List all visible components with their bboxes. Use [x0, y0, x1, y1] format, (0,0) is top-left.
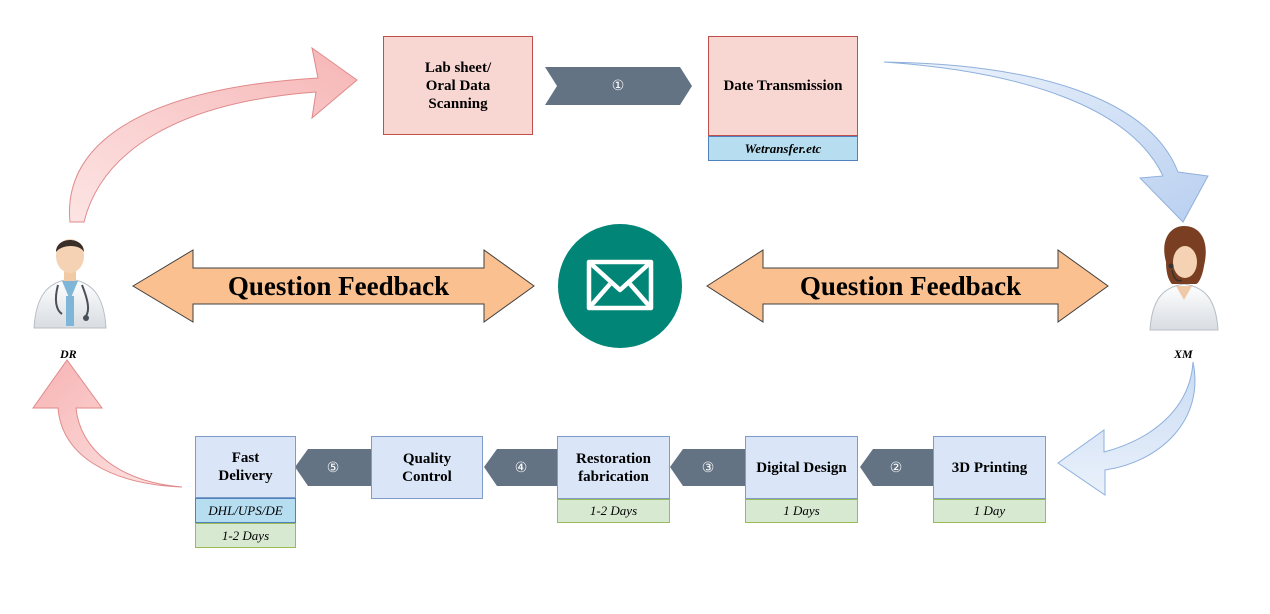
step-arrow-2	[860, 449, 933, 486]
feedback-label-right: Question Feedback	[799, 270, 1022, 301]
curved-arrow-delivery-to-dr	[32, 359, 183, 488]
fast-delivery-box: Fast Delivery	[195, 436, 296, 498]
feedback-arrow-right	[706, 249, 1109, 323]
quality-control-box: Quality Control	[371, 436, 483, 499]
3d-printing-box: 3D Printing	[933, 436, 1046, 499]
restoration-line2: fabrication	[578, 468, 649, 485]
restoration-fabrication-box: Restoration fabrication	[557, 436, 670, 499]
wetransfer-label: Wetransfer.etc	[708, 136, 858, 161]
step-arrow-3	[670, 449, 745, 486]
support-agent-avatar-icon	[1149, 226, 1219, 331]
step-arrow-4	[484, 449, 557, 486]
step-number-1: ①	[611, 78, 625, 94]
curved-arrow-dr-to-lab	[69, 46, 358, 223]
step-number-4: ④	[514, 459, 528, 476]
feedback-arrow-left	[132, 249, 535, 323]
step-arrow-5	[295, 449, 371, 486]
step-arrow-1	[545, 67, 692, 105]
step-number-3: ③	[701, 459, 715, 476]
restoration-line1: Restoration	[576, 450, 651, 467]
lab-sheet-line1: Lab sheet/	[424, 59, 492, 76]
delivery-days: 1-2 Days	[195, 523, 296, 548]
date-transmission-box: Date Transmission	[708, 36, 858, 136]
curved-arrow-transmission-to-xm	[883, 61, 1209, 223]
quality-control-line1: Quality	[402, 450, 452, 467]
xm-label: XM	[1174, 347, 1193, 361]
curved-arrow-xm-to-printing	[1057, 361, 1196, 496]
3d-printing-days: 1 Day	[933, 499, 1046, 523]
doctor-avatar-icon	[33, 239, 107, 329]
date-transmission-title: Date Transmission	[723, 78, 843, 94]
fast-delivery-line2: Delivery	[218, 468, 273, 484]
restoration-days: 1-2 Days	[557, 499, 670, 523]
digital-design-days: 1 Days	[745, 499, 858, 523]
fast-delivery-line1: Fast	[231, 450, 260, 466]
digital-design-title: Digital Design	[756, 459, 847, 476]
delivery-carrier-label: DHL/UPS/DE	[195, 498, 296, 523]
lab-sheet-line2: Oral Data	[425, 77, 491, 94]
digital-design-box: Digital Design	[745, 436, 858, 499]
step-number-2: ②	[889, 459, 903, 476]
lab-sheet-line3: Scanning	[428, 95, 488, 112]
feedback-label-left: Question Feedback	[227, 270, 450, 301]
step-number-5: ⑤	[326, 459, 340, 476]
mail-circle	[558, 224, 682, 348]
envelope-icon	[586, 259, 654, 311]
dr-label: DR	[60, 347, 77, 361]
3d-printing-title: 3D Printing	[951, 459, 1028, 476]
lab-sheet-box: Lab sheet/ Oral Data Scanning	[383, 36, 533, 135]
quality-control-line2: Control	[402, 468, 452, 485]
